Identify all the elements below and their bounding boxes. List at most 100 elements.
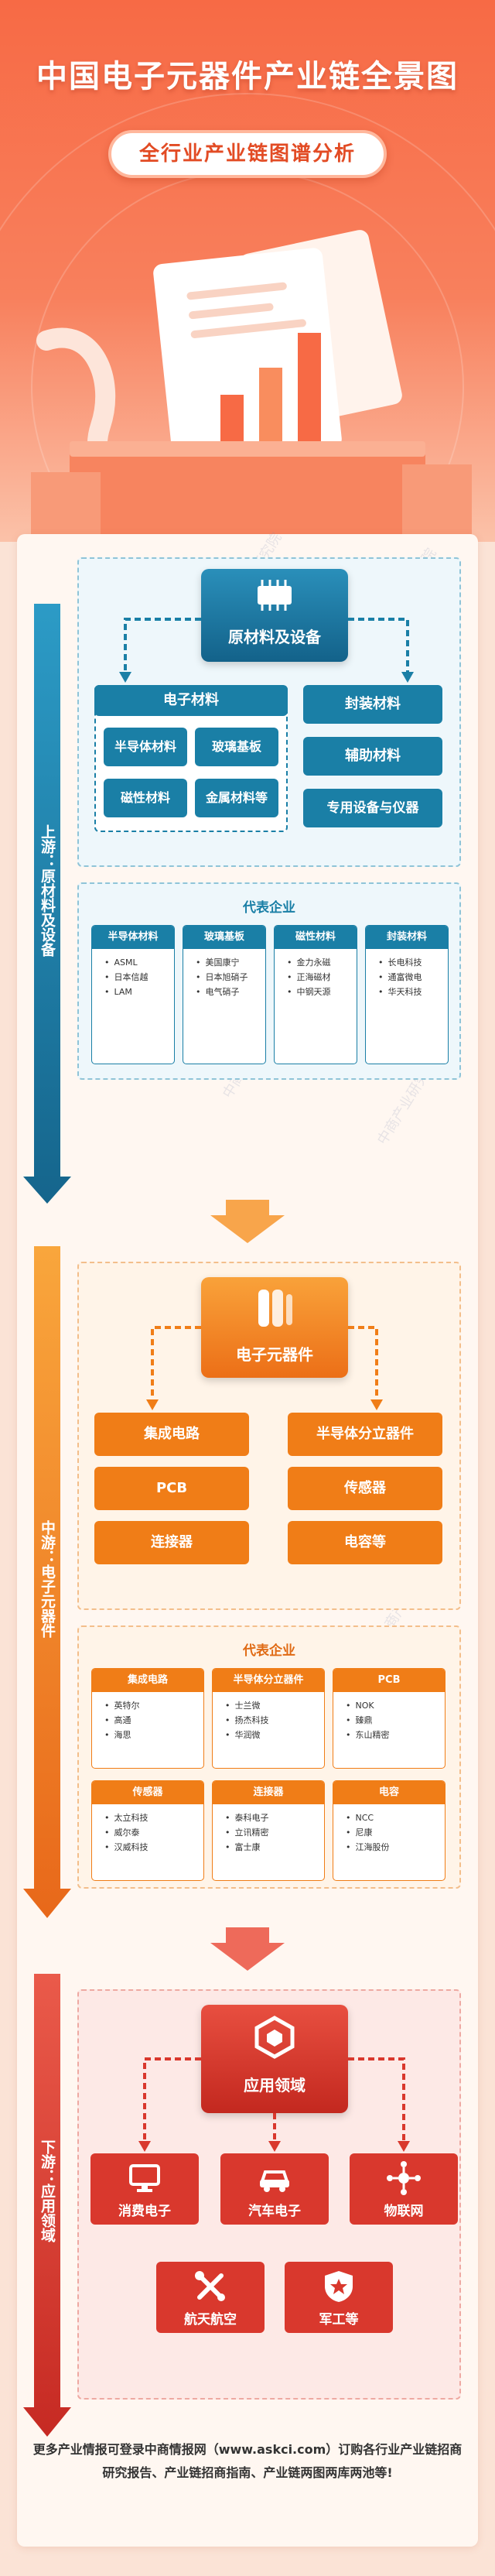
company-item: 日本信越 [104, 970, 174, 985]
application-node: 军工等 [285, 2262, 393, 2333]
company-item: 威尔泰 [104, 1825, 203, 1840]
upstream-rep-col: 玻璃基板美国康宁日本旭硝子电气硝子 [183, 925, 266, 1064]
rep-col-head: 集成电路 [92, 1669, 203, 1692]
packaging-materials: 封装材料 [303, 685, 442, 724]
decor-ring [0, 93, 495, 542]
company-item: 尼康 [346, 1825, 445, 1840]
discrete-devices: 半导体分立器件 [288, 1413, 442, 1456]
rep-company-list: 长电科技通富微电华天科技 [366, 949, 448, 1004]
midstream-rep-col: PCBNOK臻鼎东山精密 [333, 1668, 446, 1769]
chain-panel: 中商产业研究院 中商产业研究院 中商产业研究院 中商产业研究院 中商产业研究院 … [17, 530, 478, 2547]
midstream-rep-col: 电容NCC尼康江海股份 [333, 1780, 446, 1881]
magnetic-materials: 磁性材料 [104, 779, 187, 817]
down-arrow-icon [210, 1200, 285, 1243]
block-decor [402, 464, 472, 534]
downstream-section: 下游：应用领域 应用领域 消费电子 汽车电子 物联网航天航空 军工等 [17, 1974, 478, 2438]
chart-bar [220, 395, 244, 441]
paper-front [153, 248, 342, 464]
upstream-rep-title: 代表企业 [243, 900, 295, 916]
page-title: 中国电子元器件产业链全景图 [36, 59, 459, 94]
midstream-rep-title: 代表企业 [243, 1643, 295, 1659]
integrated-circuit: 集成电路 [94, 1413, 249, 1456]
upstream-center-label: 原材料及设备 [228, 628, 321, 646]
rep-company-list: 英特尔高通海思 [92, 1692, 203, 1747]
page-subtitle: 全行业产业链图谱分析 [108, 130, 387, 178]
company-item: 立讯精密 [225, 1825, 324, 1840]
downstream-connectors [138, 2057, 410, 2152]
company-item: 英特尔 [104, 1698, 203, 1713]
midstream-rep-col: 传感器太立科技威尔泰汉威科技 [91, 1780, 204, 1881]
upstream-rep-col: 半导体材料ASML日本信越LAM [91, 925, 175, 1064]
midstream-rep-col: 集成电路英特尔高通海思 [91, 1668, 204, 1769]
capacitor: 电容等 [288, 1521, 442, 1564]
application-label: 航天航空 [184, 2312, 237, 2328]
rep-company-list: 士兰微扬杰科技华润微 [213, 1692, 324, 1747]
company-item: 士兰微 [225, 1698, 324, 1713]
company-item: 海思 [104, 1728, 203, 1742]
application-node: 物联网 [350, 2153, 458, 2225]
company-item: NOK [346, 1698, 445, 1713]
company-item: 高通 [104, 1713, 203, 1728]
company-item: 华天科技 [378, 985, 448, 999]
midstream-rep-col: 连接器泰科电子立讯精密富士康 [212, 1780, 325, 1881]
car-icon [260, 2170, 289, 2192]
rep-company-list: 泰科电子立讯精密富士康 [213, 1804, 324, 1859]
hexagon-icon [254, 2016, 295, 2059]
upstream-side-label: 上游：原材料及设备 [39, 824, 56, 957]
paper-line [189, 303, 274, 320]
upstream-side-arrow [23, 604, 71, 1204]
glass-substrate: 玻璃基板 [195, 728, 278, 766]
application-label: 消费电子 [118, 2204, 171, 2219]
downstream-side-label: 下游：应用领域 [39, 2139, 56, 2242]
company-item: 中钢天源 [287, 985, 357, 999]
metal-materials: 金属材料等 [195, 779, 278, 817]
capacitor-icon [258, 1290, 292, 1327]
company-item: ASML [104, 955, 174, 970]
rep-company-list: NOK臻鼎东山精密 [333, 1692, 445, 1747]
company-item: 华润微 [225, 1728, 324, 1742]
network-icon [387, 2161, 421, 2195]
tools-icon [195, 2271, 225, 2301]
application-node: 汽车电子 [220, 2153, 329, 2225]
company-item: 汉威科技 [104, 1840, 203, 1855]
connector: 连接器 [94, 1521, 249, 1564]
rep-col-head: 封装材料 [366, 926, 448, 949]
upstream-rep-col: 磁性材料金力永磁正海磁材中钢天源 [274, 925, 357, 1064]
midstream-side-arrow [23, 1246, 71, 1918]
platform-top [70, 441, 425, 457]
rep-company-list: 金力永磁正海磁材中钢天源 [275, 949, 357, 1004]
company-item: 美国康宁 [196, 955, 265, 970]
chart-bar [259, 368, 282, 441]
company-item: 太立科技 [104, 1810, 203, 1825]
upstream-rep-col: 封装材料长电科技通富微电华天科技 [365, 925, 449, 1064]
company-item: 正海磁材 [287, 970, 357, 985]
sensor: 传感器 [288, 1467, 442, 1510]
application-label: 汽车电子 [248, 2204, 301, 2219]
chip-icon [258, 580, 292, 611]
rep-col-head: 传感器 [92, 1781, 203, 1804]
application-node: 航天航空 [156, 2262, 265, 2333]
midstream-section: 中游：电子元器件 电子元器件 集成电路 PCB 连接器 半导体分立器件 传感器 … [17, 1246, 478, 1918]
auxiliary-materials: 辅助材料 [303, 737, 442, 776]
monitor-icon [129, 2164, 160, 2192]
down-arrow-icon [210, 1927, 285, 1971]
rep-company-list: 美国康宁日本旭硝子电气硝子 [183, 949, 265, 1004]
company-item: 金力永磁 [287, 955, 357, 970]
header-banner: 中国电子元器件产业链全景图 全行业产业链图谱分析 [0, 0, 495, 542]
company-item: 泰科电子 [225, 1810, 324, 1825]
rep-company-list: NCC尼康江海股份 [333, 1804, 445, 1859]
company-item: 扬杰科技 [225, 1713, 324, 1728]
upstream-center-node: 原材料及设备 [201, 569, 348, 662]
rep-col-head: PCB [333, 1669, 445, 1692]
shield-icon [325, 2271, 353, 2302]
application-label: 物联网 [384, 2204, 424, 2219]
midstream-side-label: 中游：电子元器件 [39, 1520, 56, 1638]
paper-line [190, 319, 306, 338]
downstream-center-node: 应用领域 [201, 2005, 348, 2113]
special-equipment: 专用设备与仪器 [303, 789, 442, 827]
downstream-center-label: 应用领域 [244, 2076, 306, 2095]
electronic-materials-title: 电子材料 [94, 685, 288, 716]
midstream-center-label: 电子元器件 [236, 1345, 313, 1364]
rep-company-list: 太立科技威尔泰汉威科技 [92, 1804, 203, 1859]
block-decor [31, 472, 101, 534]
